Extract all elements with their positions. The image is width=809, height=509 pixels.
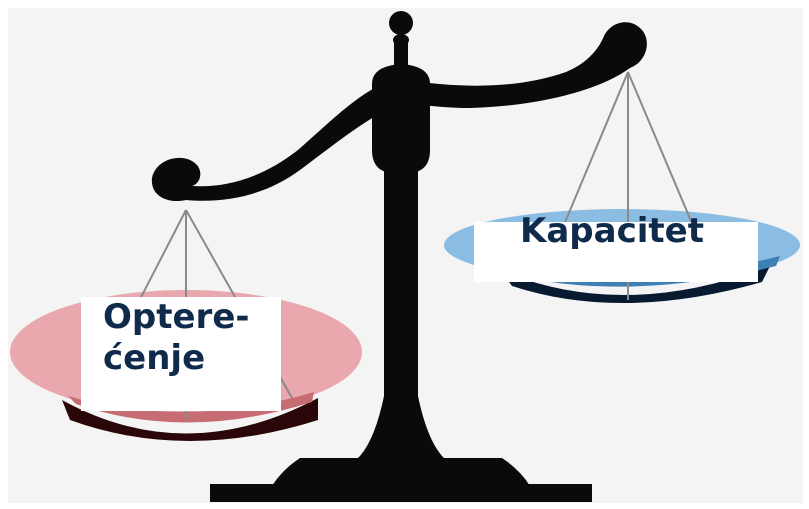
capacity-label: Kapacitet <box>474 214 758 282</box>
load-label: Optere- ćenje <box>81 297 281 411</box>
capacity-label-text: Kapacitet <box>520 211 704 251</box>
balance-pillar <box>210 11 592 502</box>
